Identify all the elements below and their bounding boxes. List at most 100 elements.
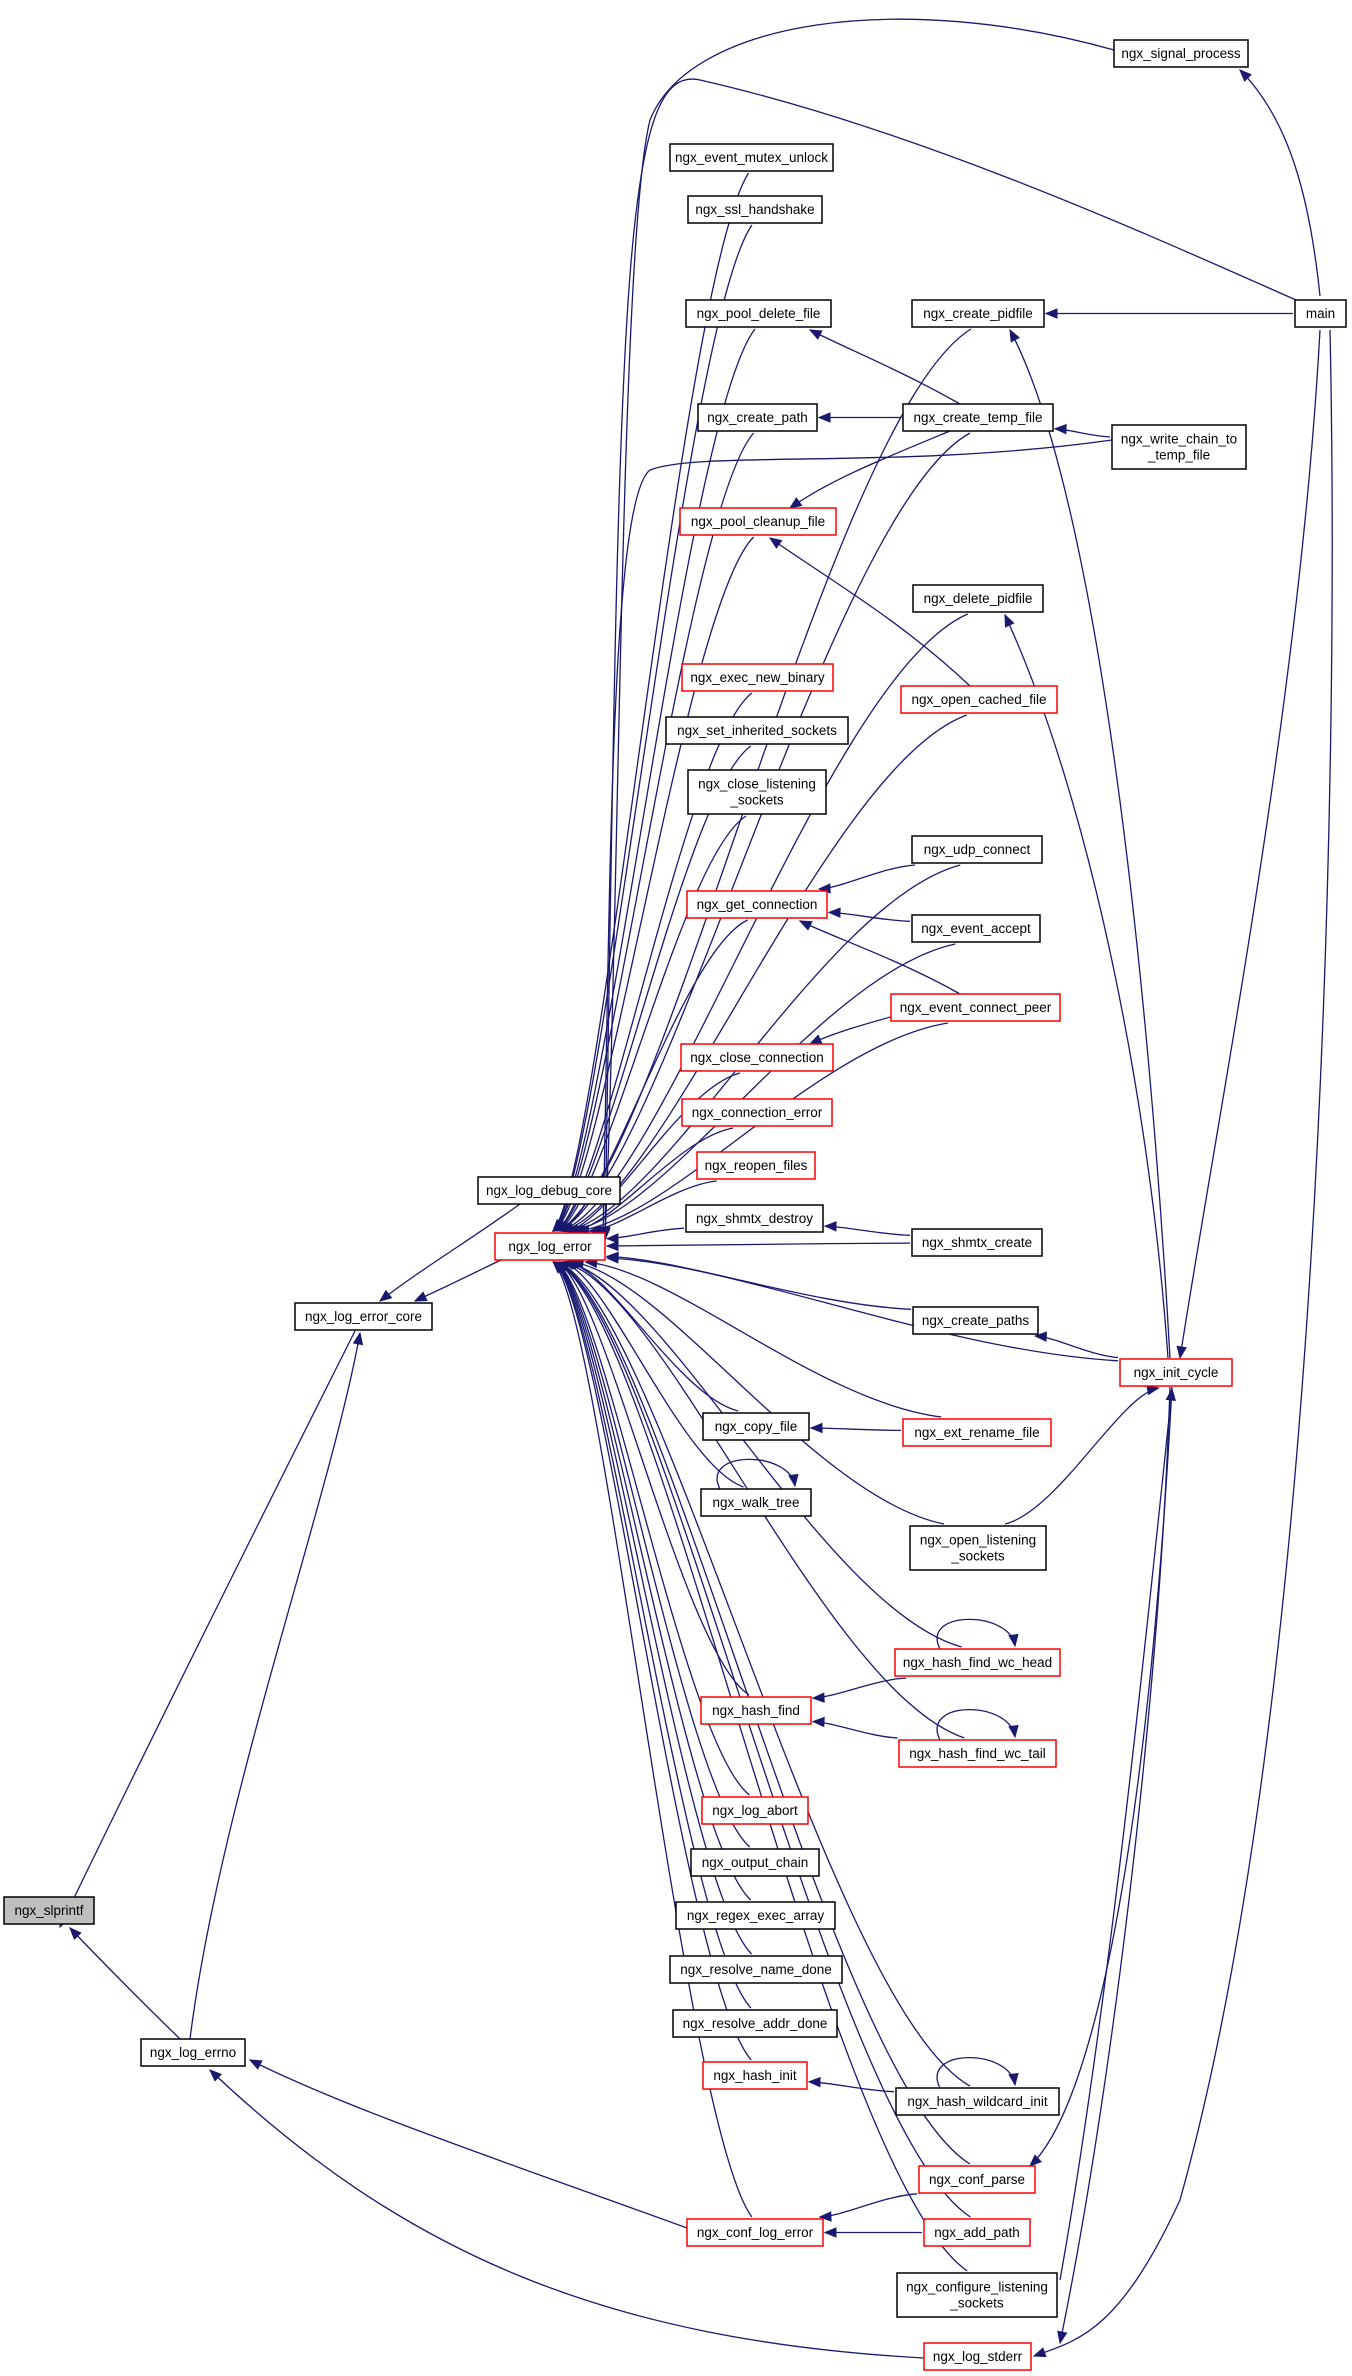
node-ngx_resolve_name_done[interactable]: ngx_resolve_name_done: [669, 1955, 843, 1984]
node-ngx_reopen_files[interactable]: ngx_reopen_files: [696, 1151, 816, 1180]
edge-line: [59, 1330, 356, 1928]
node-ngx_delete_pidfile[interactable]: ngx_delete_pidfile: [912, 584, 1044, 613]
node-main[interactable]: main: [1294, 299, 1347, 328]
edge-ngx_hash_wildcard_init-to-ngx_hash_init: [807, 2076, 895, 2093]
arrowhead-icon: [827, 907, 841, 918]
node-ngx_regex_exec_array[interactable]: ngx_regex_exec_array: [675, 1901, 836, 1930]
node-ngx_log_error[interactable]: ngx_log_error: [494, 1232, 606, 1261]
edge-line: [824, 1225, 911, 1236]
edge-line: [1059, 1388, 1173, 2281]
node-box: [700, 1488, 812, 1517]
node-label: ngx_open_listening: [920, 1533, 1036, 1548]
arrowhead-icon: [823, 1221, 837, 1232]
node-ngx_resolve_addr_done[interactable]: ngx_resolve_addr_done: [672, 2009, 838, 2038]
edge-line: [414, 1257, 506, 1302]
node-ngx_close_connection[interactable]: ngx_close_connection: [680, 1043, 834, 1072]
node-ngx_event_accept[interactable]: ngx_event_accept: [911, 914, 1041, 943]
node-box: [895, 2087, 1060, 2116]
node-ngx_connection_error[interactable]: ngx_connection_error: [681, 1098, 833, 1127]
node-ngx_event_connect_peer[interactable]: ngx_event_connect_peer: [890, 993, 1061, 1022]
node-ngx_log_debug_core[interactable]: ngx_log_debug_core: [477, 1176, 621, 1205]
edge-ngx_hash_find_wc_head-to-ngx_log_error: [564, 1259, 962, 1648]
node-ngx_conf_parse[interactable]: ngx_conf_parse: [918, 2165, 1036, 2194]
node-ngx_log_errno[interactable]: ngx_log_errno: [140, 2038, 246, 2067]
node-label: _sockets: [950, 1549, 1005, 1564]
edge-ngx_init_cycle-to-ngx_log_error: [605, 1253, 1119, 1362]
edge-line: [556, 1261, 971, 2165]
edge-ngx_log_errno-to-ngx_log_error_core: [189, 1331, 364, 2040]
node-label: ngx_conf_log_error: [697, 2225, 814, 2240]
arrowhead-icon: [788, 497, 803, 509]
edge-line: [604, 78, 1297, 1241]
node-ngx_copy_file[interactable]: ngx_copy_file: [702, 1412, 810, 1441]
node-ngx_create_temp_file[interactable]: ngx_create_temp_file: [902, 403, 1054, 432]
node-ngx_hash_find_wc_tail[interactable]: ngx_hash_find_wc_tail: [898, 1739, 1057, 1768]
node-ngx_signal_process[interactable]: ngx_signal_process: [1113, 39, 1249, 68]
node-ngx_udp_connect[interactable]: ngx_udp_connect: [911, 835, 1043, 864]
node-ngx_get_connection[interactable]: ngx_get_connection: [686, 890, 828, 919]
node-ngx_hash_find_wc_head[interactable]: ngx_hash_find_wc_head: [894, 1648, 1061, 1677]
node-box: [911, 299, 1045, 328]
node-box: [909, 1525, 1047, 1571]
node-ngx_create_paths[interactable]: ngx_create_paths: [912, 1306, 1039, 1335]
edge-line: [562, 1261, 744, 1488]
node-ngx_log_abort[interactable]: ngx_log_abort: [701, 1796, 809, 1825]
node-ngx_create_pidfile[interactable]: ngx_create_pidfile: [911, 299, 1045, 328]
arrowhead-icon: [413, 1291, 428, 1302]
node-ngx_create_path[interactable]: ngx_create_path: [697, 403, 818, 432]
node-label: ngx_create_paths: [922, 1313, 1030, 1328]
node-ngx_slprintf[interactable]: ngx_slprintf: [3, 1896, 95, 1925]
node-label: ngx_ssl_handshake: [695, 202, 814, 217]
node-ngx_output_chain[interactable]: ngx_output_chain: [690, 1848, 820, 1877]
node-box: [681, 663, 834, 692]
node-ngx_walk_tree[interactable]: ngx_walk_tree: [700, 1488, 812, 1517]
node-ngx_shmtx_create[interactable]: ngx_shmtx_create: [911, 1228, 1043, 1257]
node-box: [687, 769, 827, 815]
node-ngx_write_chain_to_temp_file[interactable]: ngx_write_chain_to_temp_file: [1111, 424, 1247, 470]
node-ngx_log_stderr[interactable]: ngx_log_stderr: [923, 2342, 1032, 2371]
edge-ngx_shmtx_destroy-to-ngx_log_error: [605, 1227, 685, 1244]
edges-layer: [59, 18, 1333, 2359]
node-ngx_set_inherited_sockets[interactable]: ngx_set_inherited_sockets: [665, 716, 849, 745]
node-ngx_configure_listening_sockets[interactable]: ngx_configure_listening_sockets: [896, 2272, 1058, 2318]
node-ngx_close_listening_sockets[interactable]: ngx_close_listening_sockets: [687, 769, 827, 815]
arrowhead-icon: [818, 2211, 832, 2222]
node-ngx_ssl_handshake[interactable]: ngx_ssl_handshake: [687, 195, 823, 224]
node-ngx_open_cached_file[interactable]: ngx_open_cached_file: [900, 685, 1058, 714]
node-ngx_hash_find[interactable]: ngx_hash_find: [700, 1696, 812, 1725]
node-label: ngx_udp_connect: [924, 842, 1031, 857]
node-ngx_log_error_core[interactable]: ngx_log_error_core: [294, 1302, 433, 1331]
edge-ngx_init_cycle-to-ngx_create_paths: [1033, 1331, 1119, 1359]
edge-ngx_create_temp_file-to-ngx_create_path: [817, 412, 902, 423]
node-label: ngx_delete_pidfile: [924, 591, 1033, 606]
edge-line: [606, 1227, 685, 1240]
node-ngx_exec_new_binary[interactable]: ngx_exec_new_binary: [681, 663, 834, 692]
node-ngx_event_mutex_unlock[interactable]: ngx_event_mutex_unlock: [669, 143, 834, 172]
edge-ngx_log_error-to-ngx_log_error_core: [413, 1257, 506, 1302]
node-ngx_open_listening_sockets[interactable]: ngx_open_listening_sockets: [909, 1525, 1047, 1571]
node-ngx_add_path[interactable]: ngx_add_path: [923, 2218, 1031, 2247]
node-ngx_pool_cleanup_file[interactable]: ngx_pool_cleanup_file: [679, 507, 837, 536]
node-label: ngx_walk_tree: [712, 1495, 799, 1510]
edge-line: [936, 1618, 1016, 1650]
node-label: ngx_log_abort: [712, 1803, 798, 1818]
node-ngx_ext_rename_file[interactable]: ngx_ext_rename_file: [902, 1418, 1052, 1447]
edge-ngx_log_error_core-to-ngx_slprintf: [59, 1330, 356, 1929]
node-box: [672, 2009, 838, 2038]
node-ngx_hash_wildcard_init[interactable]: ngx_hash_wildcard_init: [895, 2087, 1060, 2116]
node-ngx_shmtx_destroy[interactable]: ngx_shmtx_destroy: [685, 1204, 824, 1233]
node-box: [702, 2061, 808, 2090]
edge-line: [936, 1708, 1016, 1741]
node-ngx_conf_log_error[interactable]: ngx_conf_log_error: [686, 2218, 824, 2247]
node-ngx_hash_init[interactable]: ngx_hash_init: [702, 2061, 808, 2090]
edge-ngx_hash_find_wc_tail-to-ngx_hash_find_wc_tail: [936, 1708, 1019, 1741]
arrowhead-icon: [817, 412, 831, 423]
node-box: [680, 1043, 834, 1072]
node-ngx_pool_delete_file[interactable]: ngx_pool_delete_file: [685, 299, 832, 328]
node-label: ngx_signal_process: [1121, 46, 1241, 61]
node-ngx_init_cycle[interactable]: ngx_init_cycle: [1119, 1358, 1233, 1387]
edge-line: [554, 1261, 753, 1955]
edge-ngx_open_listening_sockets-to-ngx_init_cycle: [1004, 1384, 1160, 1525]
edge-ngx_signal_process-to-ngx_log_error: [600, 18, 1115, 1240]
